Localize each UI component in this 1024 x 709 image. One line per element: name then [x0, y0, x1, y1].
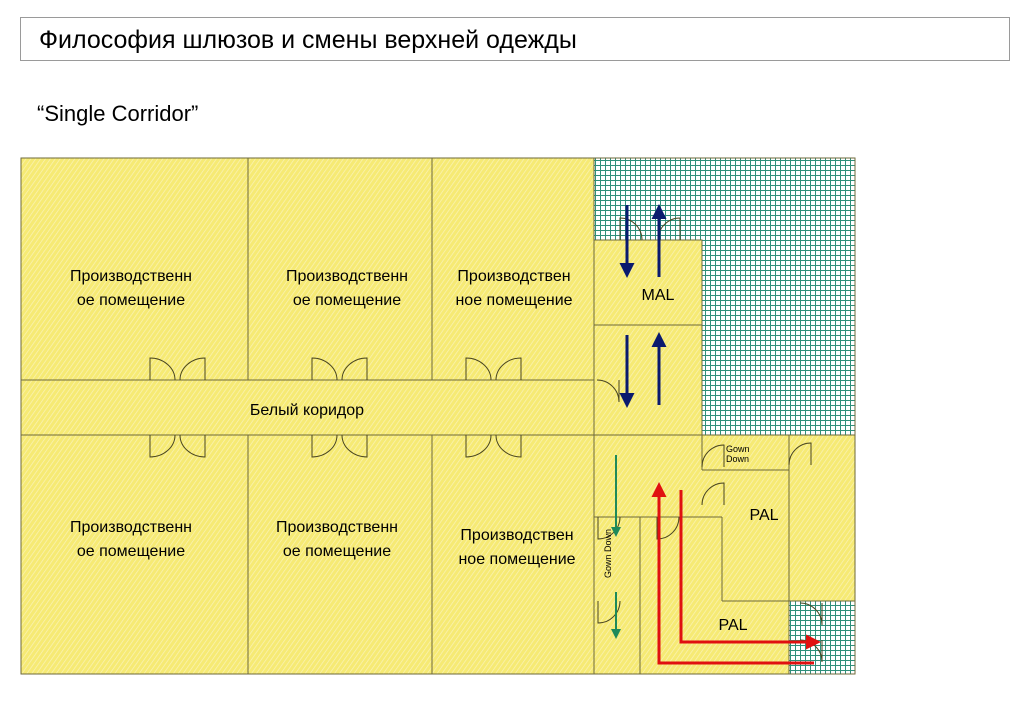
room-top-2-label-1: Производственн — [286, 268, 408, 285]
corridor-label: Белый коридор — [250, 402, 364, 419]
production-area — [20, 157, 856, 675]
red-arrow-out — [679, 490, 821, 650]
door-pal-lower — [799, 602, 823, 626]
room-bottom-2-label-1: Производственн — [276, 519, 398, 536]
door-top-1 — [149, 357, 206, 381]
door-pal-upper — [788, 442, 812, 466]
doors — [149, 217, 823, 663]
room-bottom-3-label-2: ное помещение — [458, 551, 575, 568]
room-top-1-label-2: ое помещение — [77, 292, 185, 309]
red-arrow-in — [651, 482, 814, 665]
gown-down-labels: Gown Down Gown Down — [603, 444, 750, 578]
room-top-2-label-2: ое помещение — [293, 292, 401, 309]
pal-lower-label: PAL — [718, 617, 747, 634]
door-top-2 — [311, 357, 368, 381]
door-pal-entry — [656, 516, 680, 540]
pal-upper-label: PAL — [749, 507, 778, 524]
room-labels: Производственн ое помещение Производстве… — [70, 268, 779, 634]
door-bottom-3 — [465, 434, 522, 458]
door-bottom-1 — [149, 434, 206, 458]
room-top-2 — [247, 157, 433, 381]
mal-label: MAL — [642, 287, 675, 304]
door-pal-mid — [701, 482, 725, 506]
room-top-1-label-1: Производственн — [70, 268, 192, 285]
room-bottom-1-label-2: ое помещение — [77, 543, 185, 560]
room-bottom-2-label-2: ое помещение — [283, 543, 391, 560]
room-bottom-3-label-1: Производствен — [460, 527, 573, 544]
door-gown-lower — [597, 600, 621, 624]
slide-subtitle: “Single Corridor” — [37, 101, 199, 126]
title-box: Философия шлюзов и смены верхней одежды — [20, 17, 1010, 61]
door-bottom-2 — [311, 434, 368, 458]
gown-down-h-line-1: Gown — [726, 444, 750, 454]
room-bottom-3 — [431, 434, 595, 675]
mal-airlock — [593, 239, 703, 436]
room-top-3 — [431, 157, 595, 381]
flow-arrows — [611, 204, 821, 665]
room-top-3-label-2: ное помещение — [455, 292, 572, 309]
white-corridor — [20, 379, 595, 436]
slide-title: Философия шлюзов и смены верхней одежды — [39, 26, 577, 54]
room-bottom-1-label-1: Производственн — [70, 519, 192, 536]
room-bottom-1 — [20, 434, 249, 675]
gown-down-vertical: Gown Down — [603, 529, 613, 578]
room-bottom-2 — [247, 434, 433, 675]
room-top-1 — [20, 157, 249, 381]
room-top-3-label-1: Производствен — [457, 268, 570, 285]
gown-down-h-line-2: Down — [726, 454, 749, 464]
door-top-3 — [465, 357, 522, 381]
door-gown-h — [701, 444, 725, 468]
door-mal-bottom — [596, 379, 620, 403]
